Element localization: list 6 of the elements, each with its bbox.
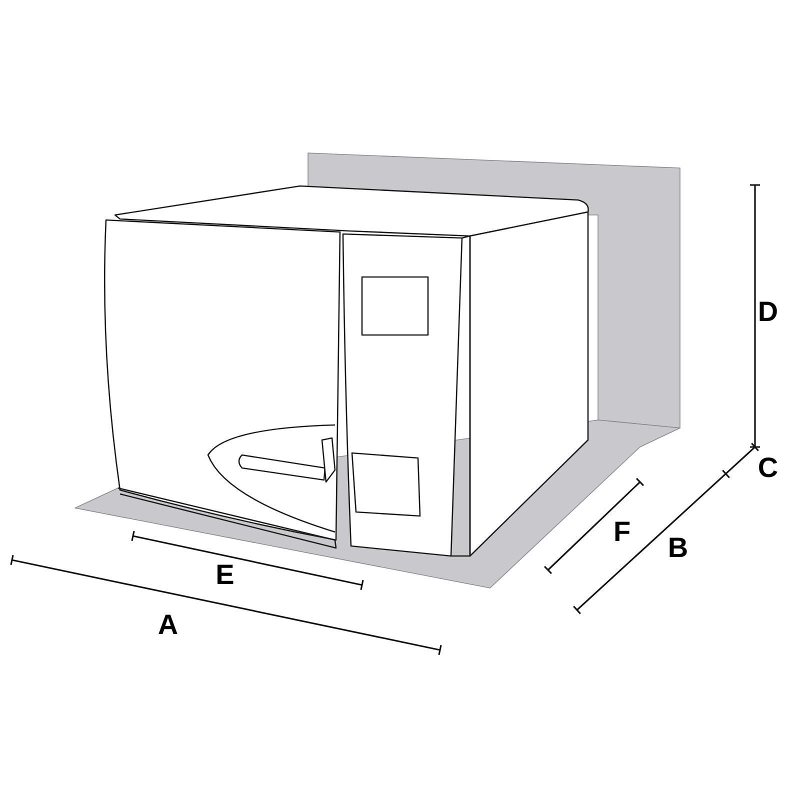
dimension-label: B bbox=[668, 534, 688, 562]
dimension-label: D bbox=[758, 298, 778, 326]
dimension-label: C bbox=[758, 454, 778, 482]
dimension-label: A bbox=[158, 611, 178, 639]
dimension-label: E bbox=[216, 561, 234, 589]
dimension-label: F bbox=[613, 518, 631, 546]
